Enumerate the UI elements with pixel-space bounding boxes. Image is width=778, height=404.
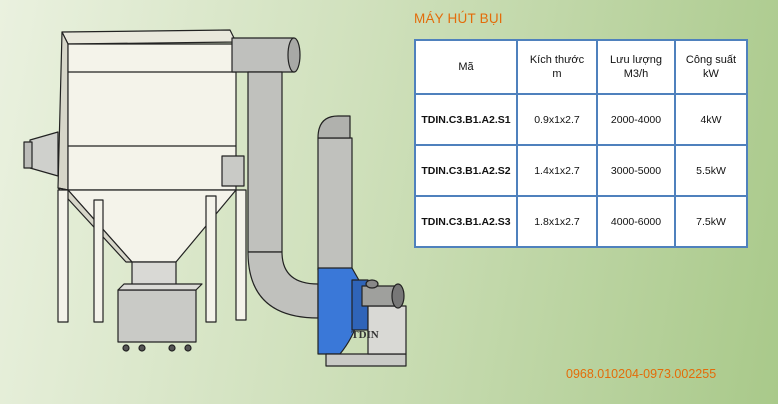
cell-code: TDIN.C3.B1.A2.S1	[414, 93, 518, 146]
cell-flow: 4000-6000	[596, 195, 676, 248]
header-code: Mã	[414, 39, 518, 95]
header-power-unit: kW	[703, 68, 719, 80]
table-header-row: Mã Kích thước m Lưu lượng M3/h Công suất…	[414, 39, 748, 95]
header-flow-unit: M3/h	[623, 68, 649, 80]
cell-size: 1.8x1x2.7	[516, 195, 598, 248]
header-flow-label: Lưu lượng	[610, 54, 662, 66]
cell-code: TDIN.C3.B1.A2.S3	[414, 195, 518, 248]
cell-size: 1.4x1x2.7	[516, 144, 598, 197]
fan-label: TDIN	[351, 329, 379, 341]
page-title: MÁY HÚT BỤI	[414, 11, 503, 26]
header-code-label: Mã	[458, 61, 474, 73]
cell-flow: 3000-5000	[596, 144, 676, 197]
header-power: Công suất kW	[674, 39, 748, 95]
cell-code: TDIN.C3.B1.A2.S2	[414, 144, 518, 197]
cell-power: 4kW	[674, 93, 748, 146]
table-row: TDIN.C3.B1.A2.S1 0.9x1x2.7 2000-4000 4kW	[414, 93, 748, 146]
header-power-label: Công suất	[685, 54, 737, 66]
cell-power: 5.5kW	[674, 144, 748, 197]
table-row: TDIN.C3.B1.A2.S3 1.8x1x2.7 4000-6000 7.5…	[414, 195, 748, 248]
header-size-label: Kích thước	[529, 54, 585, 66]
header-size: Kích thước m	[516, 39, 598, 95]
dust-collector-illustration: TDIN	[23, 29, 407, 367]
table-row: TDIN.C3.B1.A2.S2 1.4x1x2.7 3000-5000 5.5…	[414, 144, 748, 197]
spec-table: Mã Kích thước m Lưu lượng M3/h Công suất…	[414, 39, 748, 248]
header-size-unit: m	[552, 68, 562, 80]
contact-phone: 0968.010204-0973.002255	[566, 367, 717, 381]
cell-size: 0.9x1x2.7	[516, 93, 598, 146]
cell-power: 7.5kW	[674, 195, 748, 248]
header-flow: Lưu lượng M3/h	[596, 39, 676, 95]
cell-flow: 2000-4000	[596, 93, 676, 146]
